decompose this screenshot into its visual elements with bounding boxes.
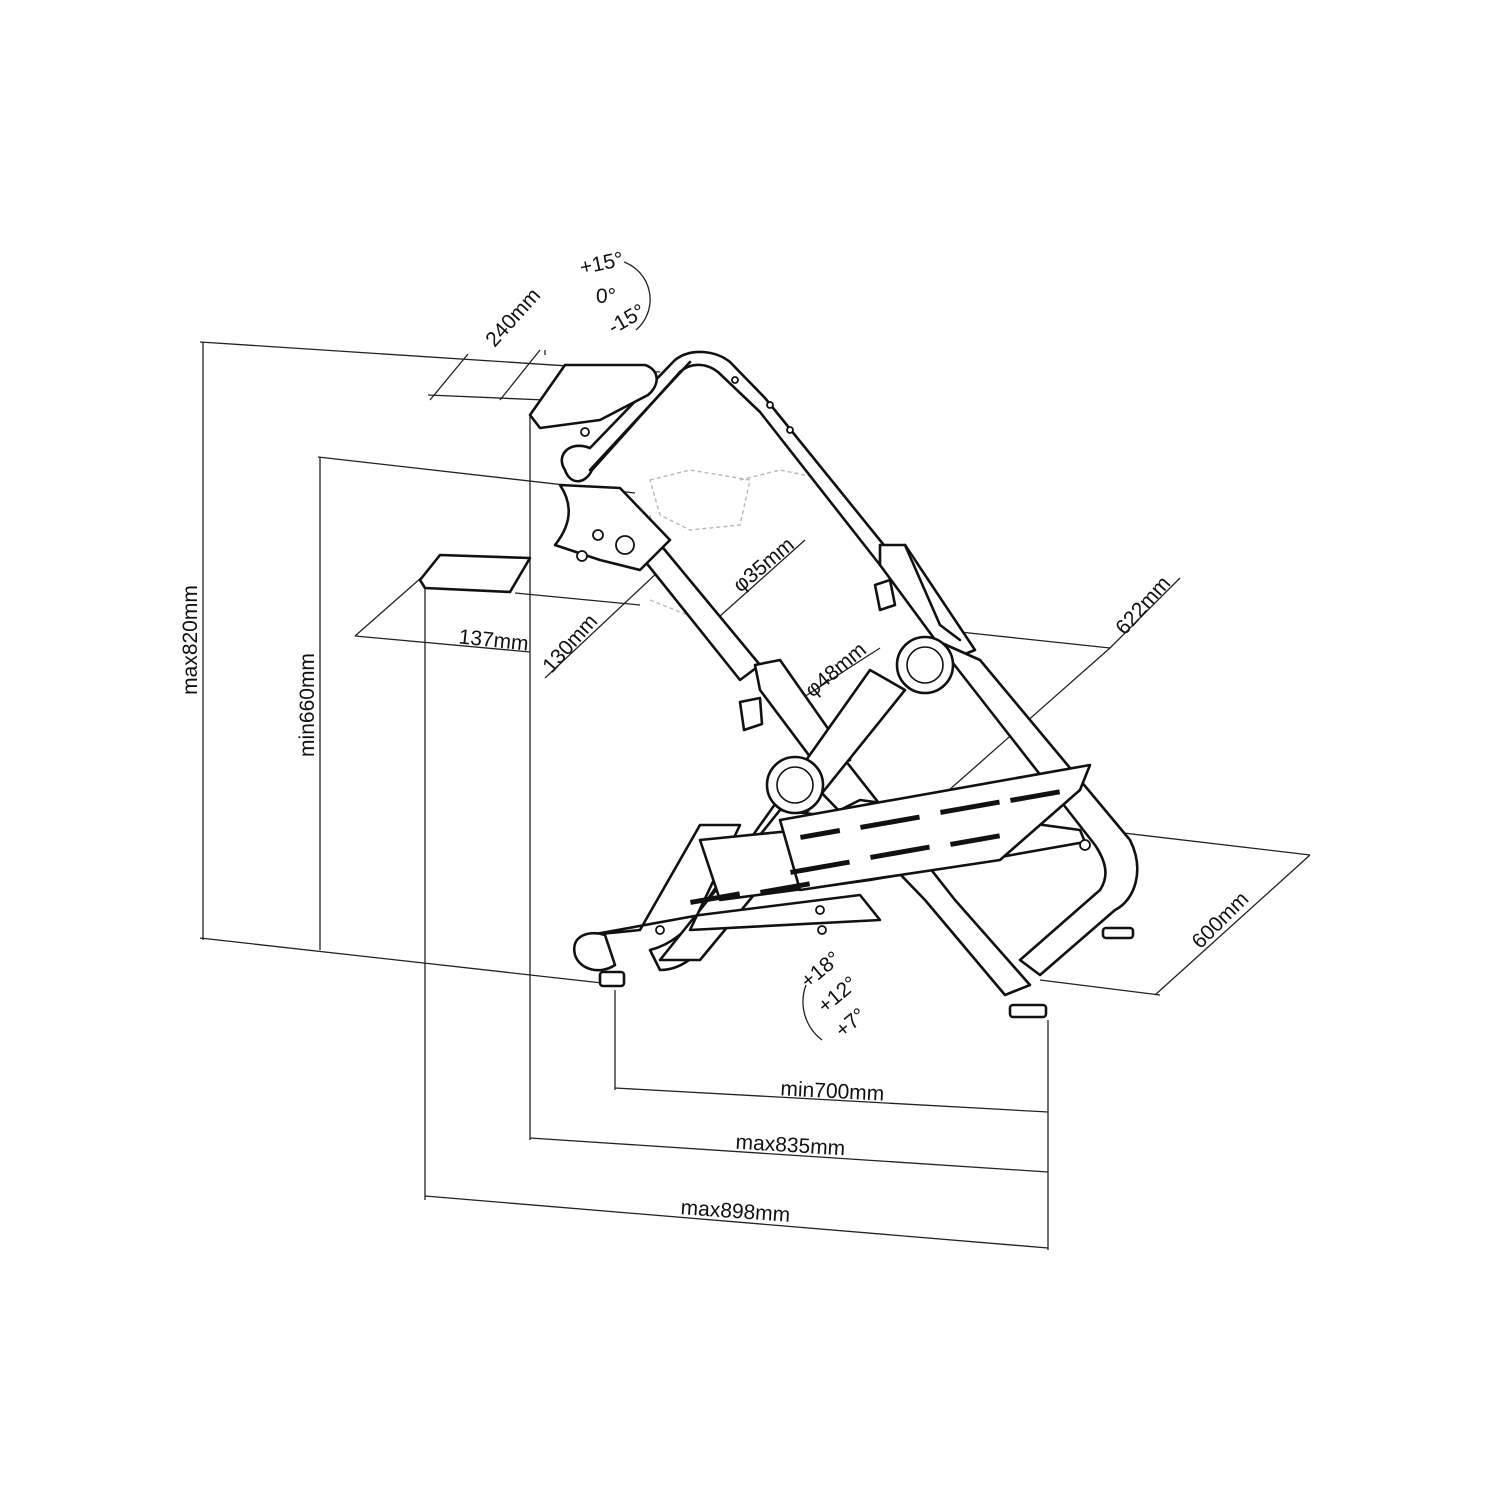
base-depth-label: 600mm	[1188, 888, 1254, 954]
frame-width-label: 622mm	[1111, 572, 1175, 639]
tilt-wheel-labels: +15° 0° -15°	[578, 248, 650, 339]
length-min-label: min700mm	[780, 1077, 885, 1105]
plate-side-label: 130mm	[538, 610, 602, 677]
stand-frame	[418, 350, 1139, 1019]
plate-width-label: 240mm	[481, 284, 545, 351]
length-max-label: max898mm	[680, 1196, 791, 1227]
tilt-wheel-plus15: +15°	[578, 248, 626, 280]
height-max-label: max820mm	[179, 585, 202, 695]
tilt-wheel-0: 0°	[596, 285, 616, 308]
upper-tube-label: φ35mm	[729, 533, 799, 597]
tilt-pedal-labels: +18° +12° +7°	[797, 947, 871, 1042]
dimension-lines	[199, 261, 1311, 1250]
height-min-label: min660mm	[296, 653, 319, 757]
dimension-labels: 240mm 137mm 130mm φ35mm φ48mm 622mm 600m…	[179, 284, 1253, 1227]
length-mid-label: max835mm	[735, 1131, 846, 1161]
plate-depth-label: 137mm	[458, 625, 530, 655]
